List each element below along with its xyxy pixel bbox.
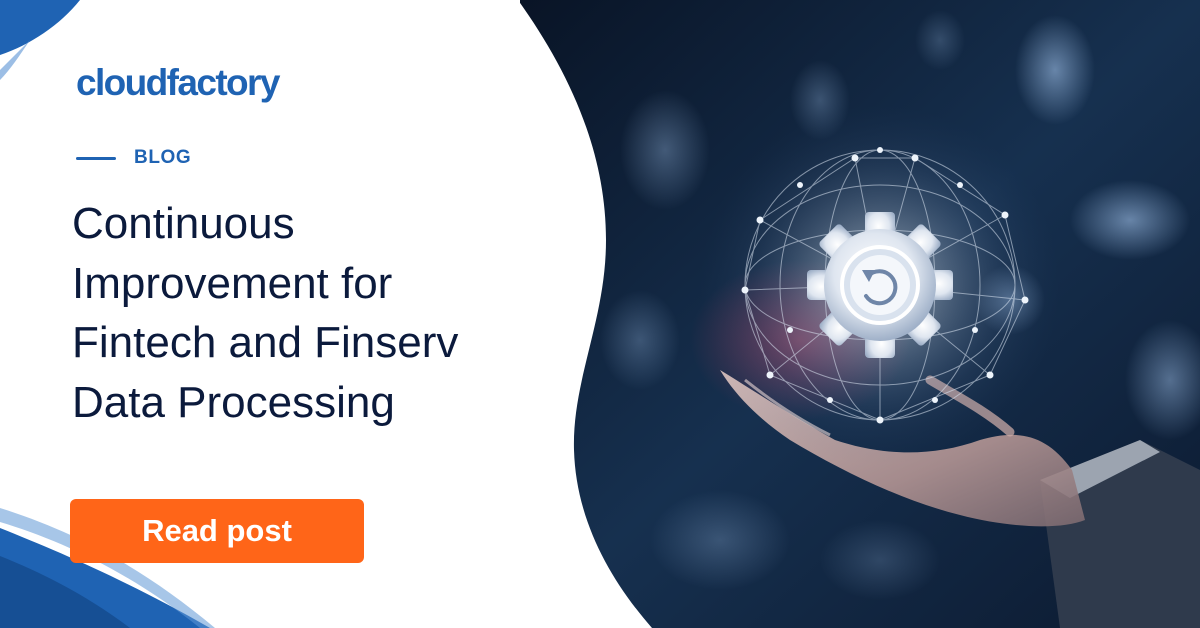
cloudfactory-logo: cloudfactory xyxy=(76,62,280,103)
headline: Continuous Improvement for Fintech and F… xyxy=(72,194,592,432)
category-label: BLOG xyxy=(134,147,192,168)
category-tag: BLOG xyxy=(76,147,191,169)
headline-line-4: Data Processing xyxy=(72,377,395,427)
headline-line-2: Improvement for xyxy=(72,258,393,308)
headline-line-3: Fintech and Finserv xyxy=(72,318,459,367)
gear-with-refresh-icon xyxy=(807,212,953,358)
read-post-button[interactable]: Read post xyxy=(70,499,364,563)
headline-line-1: Continuous xyxy=(72,199,295,248)
tag-dash-divider xyxy=(76,156,116,160)
